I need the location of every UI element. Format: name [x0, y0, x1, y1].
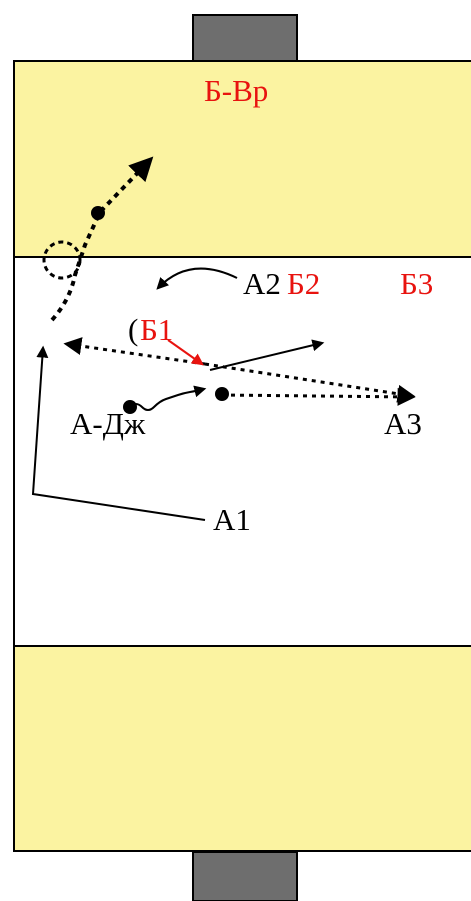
bottom-zone [13, 645, 471, 852]
label-b1: Б1 [140, 312, 173, 347]
player-dot-top [91, 206, 105, 220]
label-a2: А2 [243, 266, 281, 301]
top-zone [13, 60, 471, 258]
top-goal [192, 14, 298, 62]
dotted-circle [42, 240, 82, 280]
label-b-vr: Б-Вр [204, 73, 268, 108]
label-b1-paren: ( [128, 312, 138, 347]
label-b2: Б2 [287, 266, 320, 301]
pass-line-right [204, 362, 416, 403]
dribble-arrow [129, 385, 207, 411]
a2-move-arrow [156, 267, 238, 290]
label-a-dzh: А-Дж [70, 406, 146, 441]
a1-move-arrow [31, 345, 206, 521]
b1-run-arrow [209, 339, 325, 371]
player-dot-center [215, 387, 229, 401]
label-a3: А3 [384, 406, 422, 441]
b1-red-arrow [167, 339, 204, 366]
label-a1: А1 [213, 502, 251, 537]
bottom-goal [192, 851, 298, 901]
label-b3: Б3 [400, 266, 433, 301]
